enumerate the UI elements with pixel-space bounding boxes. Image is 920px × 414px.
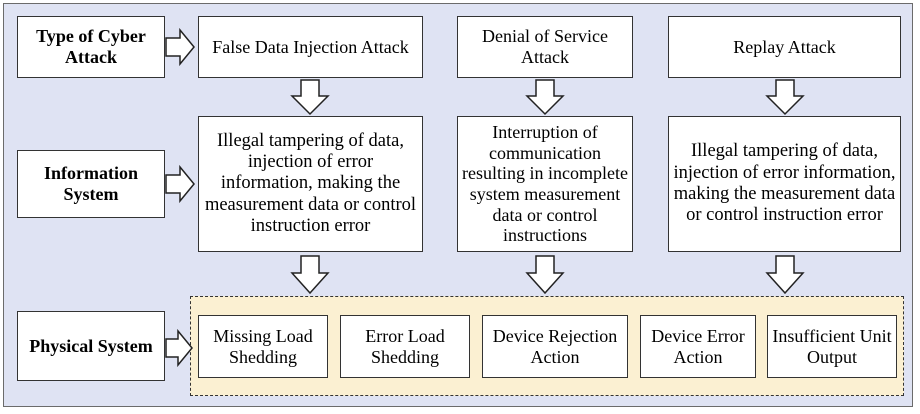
- row-label-cyber-attack: Type of Cyber Attack: [17, 16, 165, 78]
- down-arrow-icon: [765, 79, 805, 116]
- outcome-box: Insufficient Unit Output: [767, 315, 897, 378]
- right-arrow-icon: [165, 164, 195, 204]
- effect-replay-box: Illegal tampering of data, injection of …: [668, 116, 901, 252]
- effect-fdi-box: Illegal tampering of data, injection of …: [198, 116, 423, 252]
- row-label-physical-system: Physical System: [17, 311, 165, 381]
- effect-dos-box: Interruption of communication resulting …: [457, 116, 633, 252]
- row-label-information-system: Information System: [17, 150, 165, 218]
- outcome-box: Error Load Shedding: [340, 315, 470, 378]
- down-arrow-icon: [765, 255, 805, 295]
- down-arrow-icon: [525, 255, 565, 295]
- down-arrow-icon: [290, 255, 330, 295]
- outcome-box: Device Rejection Action: [482, 315, 628, 378]
- attack-replay-box: Replay Attack: [668, 16, 901, 78]
- right-arrow-icon: [165, 27, 195, 67]
- down-arrow-icon: [525, 79, 565, 116]
- attack-dos-box: Denial of Service Attack: [457, 16, 633, 78]
- outcome-box: Missing Load Shedding: [198, 315, 328, 378]
- attack-fdi-box: False Data Injection Attack: [198, 16, 423, 78]
- down-arrow-icon: [290, 79, 330, 116]
- right-arrow-icon: [165, 328, 193, 368]
- outcome-box: Device Error Action: [640, 315, 756, 378]
